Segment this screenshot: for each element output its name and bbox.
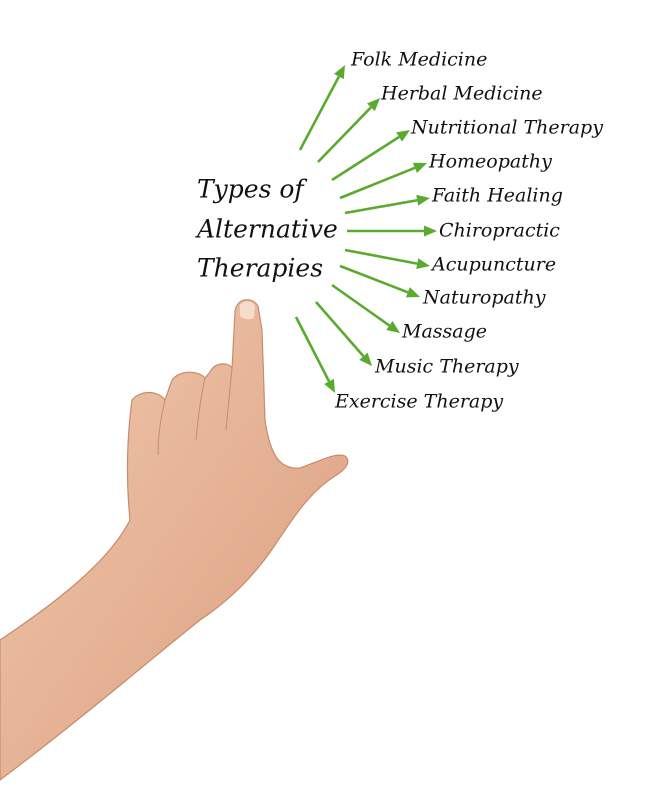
- arrow-1: [317, 98, 380, 163]
- arrow-6: [344, 248, 430, 270]
- label-faith-healing: Faith Healing: [432, 184, 563, 207]
- arrow-7: [339, 264, 420, 298]
- arrow-3: [339, 162, 427, 200]
- arrow-4: [344, 194, 430, 215]
- label-exercise-therapy: Exercise Therapy: [335, 390, 504, 413]
- title-line-2: Alternative: [197, 214, 338, 244]
- arrow-5: [347, 225, 437, 237]
- label-acupuncture: Acupuncture: [432, 253, 557, 276]
- title-line-3: Therapies: [197, 253, 324, 283]
- label-chiropractic: Chiropractic: [439, 219, 560, 242]
- label-music-therapy: Music Therapy: [375, 355, 519, 378]
- arrow-2: [331, 130, 410, 182]
- arrow-10: [294, 316, 335, 393]
- label-herbal-medicine: Herbal Medicine: [381, 82, 543, 105]
- label-folk-medicine: Folk Medicine: [351, 48, 488, 71]
- arrow-9: [315, 301, 372, 366]
- label-naturopathy: Naturopathy: [423, 286, 546, 309]
- label-nutritional-therapy: Nutritional Therapy: [411, 116, 603, 139]
- title-line-1: Types of: [197, 174, 304, 204]
- label-massage: Massage: [402, 320, 488, 343]
- fingernail: [240, 301, 255, 320]
- arrow-8: [331, 283, 400, 333]
- label-homeopathy: Homeopathy: [429, 150, 552, 173]
- arrow-0: [298, 65, 345, 151]
